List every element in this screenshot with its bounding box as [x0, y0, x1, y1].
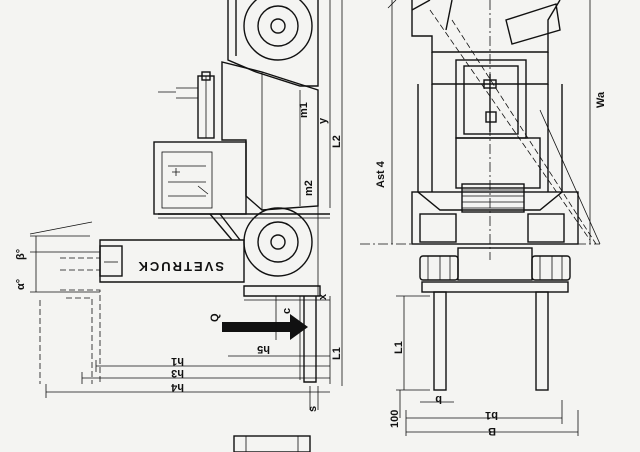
label-m2: m2 — [303, 180, 315, 196]
label-Q: Q — [209, 313, 221, 322]
label-h4: h4 — [170, 381, 184, 393]
side-dimensions — [45, 0, 343, 410]
label-Wa: Wa — [595, 91, 607, 108]
label-100: 100 — [389, 410, 401, 428]
label-L1-side: L1 — [331, 347, 343, 360]
label-b1: b1 — [485, 409, 498, 421]
load-arrow — [222, 322, 290, 332]
label-h3: h3 — [171, 367, 184, 379]
label-beta: β° — [15, 249, 27, 260]
front-view — [360, 0, 601, 391]
cab — [153, 141, 247, 215]
label-x: x — [317, 293, 329, 300]
label-B: B — [488, 425, 496, 437]
label-L2: L2 — [331, 135, 343, 148]
front-dimensions — [387, 0, 591, 436]
label-L1-front: L1 — [393, 341, 405, 354]
side-view: SVETRUCK — [29, 0, 330, 452]
label-h5: h5 — [257, 343, 270, 355]
label-s: s — [307, 406, 319, 412]
label-b: b — [435, 393, 442, 405]
label-y: y — [317, 117, 329, 124]
truck-brand-text: SVETRUCK — [136, 259, 224, 274]
label-m1: m1 — [298, 102, 310, 118]
upper-wheel — [243, 0, 313, 61]
label-alpha: α° — [15, 279, 27, 290]
label-Ast4: Ast 4 — [375, 160, 387, 188]
label-c: c — [281, 308, 293, 314]
label-h1: h1 — [171, 355, 184, 367]
